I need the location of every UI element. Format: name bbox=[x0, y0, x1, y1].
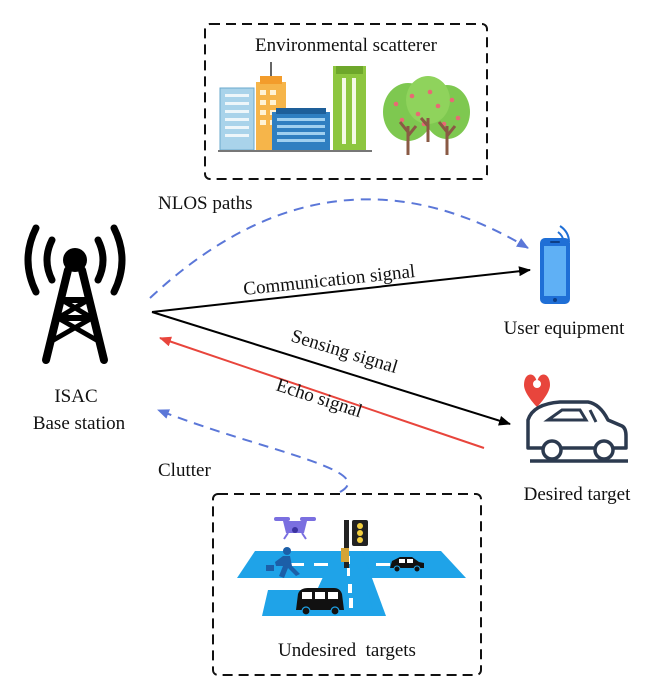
bs-label-line1: ISAC bbox=[54, 386, 97, 407]
undesired-targets-label: Undesired targets bbox=[278, 640, 416, 661]
road-intersection-icon bbox=[237, 551, 466, 616]
traffic-light-icon bbox=[341, 520, 368, 568]
sensing-signal-arrow bbox=[151, 311, 511, 426]
antenna-tower-icon bbox=[24, 224, 126, 364]
drone-icon bbox=[274, 517, 316, 540]
scatterer-box bbox=[204, 23, 488, 180]
city-buildings-icon bbox=[218, 62, 372, 152]
van-icon bbox=[296, 588, 344, 616]
nlos-path-arrow bbox=[149, 198, 529, 299]
scatterer-label: Environmental scatterer bbox=[255, 35, 438, 56]
comm-signal-label: Communication signal bbox=[242, 261, 416, 300]
sensing-signal-label: Sensing signal bbox=[289, 326, 401, 378]
echo-signal-arrow bbox=[159, 336, 485, 449]
bs-label-line2: Base station bbox=[33, 413, 126, 434]
desired-target-label: Desired target bbox=[524, 484, 631, 505]
communication-signal-arrow bbox=[151, 266, 531, 313]
user-equipment-label: User equipment bbox=[504, 318, 626, 339]
car-icon bbox=[524, 374, 628, 463]
undesired-targets-box bbox=[212, 493, 482, 676]
small-car-icon bbox=[390, 557, 424, 573]
pedestrian-icon bbox=[266, 547, 300, 578]
clutter-path-arrow bbox=[157, 409, 349, 493]
echo-signal-label: Echo signal bbox=[273, 375, 364, 423]
smartphone-icon bbox=[540, 225, 570, 304]
clutter-label: Clutter bbox=[158, 460, 211, 481]
nlos-label: NLOS paths bbox=[158, 193, 252, 214]
trees-icon bbox=[383, 76, 470, 155]
